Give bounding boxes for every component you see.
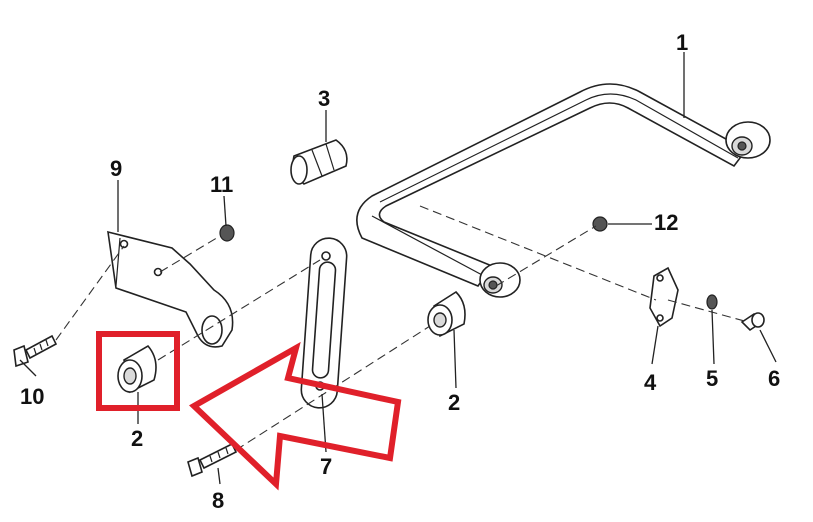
bushing-top [290,139,348,185]
nut-12 [592,216,608,232]
washer-5 [706,294,718,310]
bolt-10 [13,334,58,368]
pointer-arrow [189,341,402,491]
callout-4: 4 [644,370,657,395]
callout-labels: 1 3 9 11 12 10 2 2 7 8 4 5 6 [20,30,780,513]
callout-6: 6 [768,366,780,391]
callout-5: 5 [706,366,718,391]
link-plate [300,237,348,409]
callout-10: 10 [20,384,44,409]
bushing-left [117,344,157,394]
callout-3: 3 [318,86,330,111]
callout-7: 7 [320,454,332,479]
bolt-6 [740,312,765,332]
callout-2-right: 2 [448,390,460,415]
callout-12: 12 [654,210,678,235]
callout-2-left: 2 [131,426,143,451]
callout-8: 8 [212,488,224,513]
bolt-8 [187,442,238,478]
nut-11 [219,224,235,242]
clamp-4 [649,266,679,328]
bushing-right [427,290,466,338]
stabilizer-bar [356,83,771,298]
callout-9: 9 [110,156,122,181]
leader-lines [19,52,777,485]
callout-1: 1 [676,30,688,55]
highlight-box [96,331,180,411]
mounting-bracket [107,230,234,348]
callout-11: 11 [210,172,233,197]
